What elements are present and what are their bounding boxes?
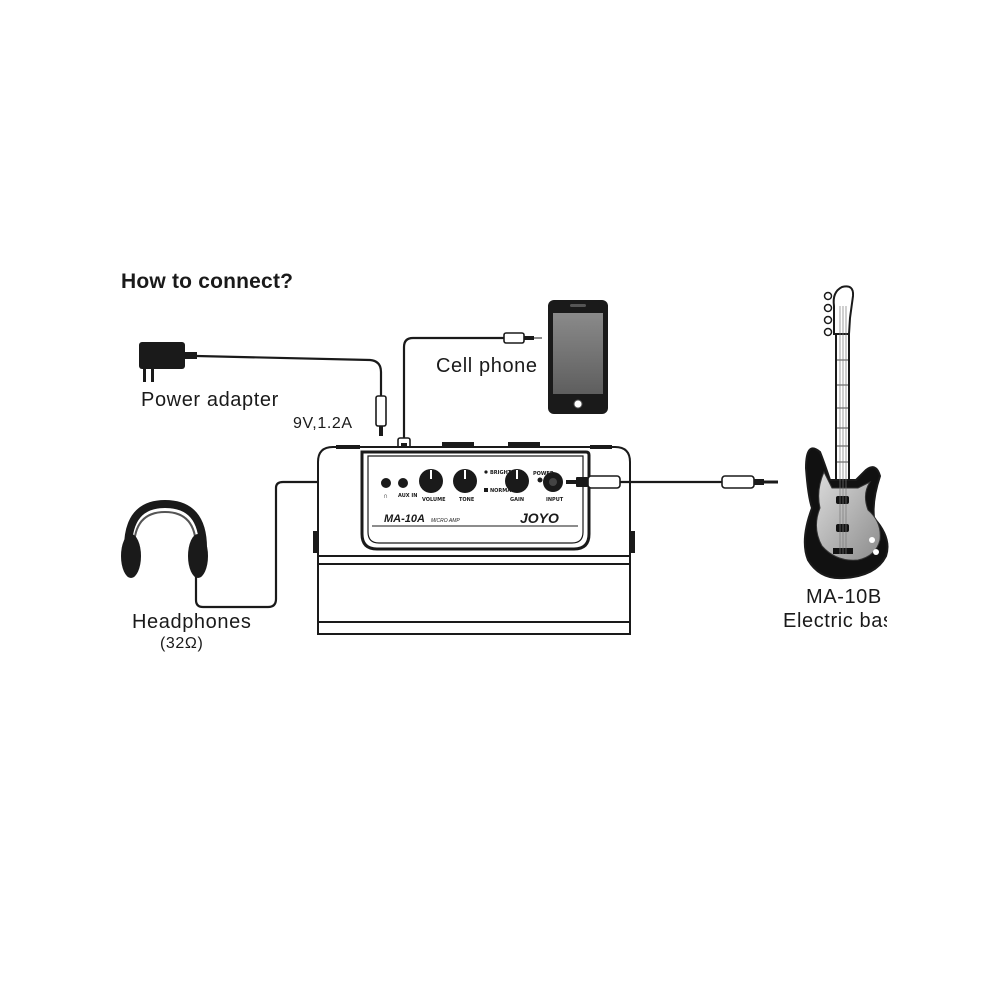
panel-label-aux: AUX IN	[398, 493, 417, 499]
headphone-jack-symbol: ∩	[383, 493, 388, 500]
amp-model-text: MA-10A	[384, 513, 425, 525]
power-adapter-label: Power adapter	[141, 389, 279, 411]
aux-plug-icon	[503, 332, 542, 344]
cell-phone-icon	[548, 300, 608, 414]
headphones-impedance-label: (32Ω)	[160, 635, 204, 652]
headphone-cable	[194, 480, 346, 609]
cell-phone-label: Cell phone	[436, 355, 538, 377]
headphones-icon	[121, 499, 208, 578]
aux-cable	[402, 336, 504, 440]
control-panel	[360, 450, 591, 551]
panel-label-input: INPUT	[546, 497, 564, 503]
headphone-jack	[381, 478, 391, 488]
panel-label-normal: NORMAL	[490, 488, 515, 494]
power-led	[537, 477, 543, 483]
bass-type-label: Electric bass	[783, 610, 887, 632]
dc-plug-icon	[375, 395, 387, 436]
gain-knob	[505, 469, 529, 493]
bass-plug-icon	[721, 475, 778, 489]
volume-knob	[419, 469, 443, 493]
panel-label-volume: VOLUME	[422, 497, 446, 503]
tone-knob	[453, 469, 477, 493]
panel-label-gain: GAIN	[510, 497, 524, 503]
bright-normal-switch	[484, 470, 488, 492]
panel-label-power: POWER	[533, 471, 554, 477]
panel-label-tone: TONE	[459, 497, 475, 503]
power-cable	[196, 354, 383, 396]
electric-bass-icon	[803, 285, 889, 580]
input-jack	[543, 472, 563, 492]
panel-label-bright: BRIGHT	[490, 470, 512, 476]
page-title: How to connect?	[121, 270, 294, 293]
amp-subtitle-text: MICRO AMP	[431, 518, 460, 524]
bass-type-label-clip: Electric bass	[770, 610, 887, 632]
power-spec-label: 9V,1.2A	[293, 415, 353, 432]
bass-model-label: MA-10B	[806, 586, 882, 608]
aux-in-jack	[398, 478, 408, 488]
headphones-label: Headphones	[132, 611, 252, 633]
top-handle	[442, 442, 540, 447]
amp-brand-logo: JOYO	[520, 510, 559, 526]
power-adapter-icon	[139, 342, 197, 382]
